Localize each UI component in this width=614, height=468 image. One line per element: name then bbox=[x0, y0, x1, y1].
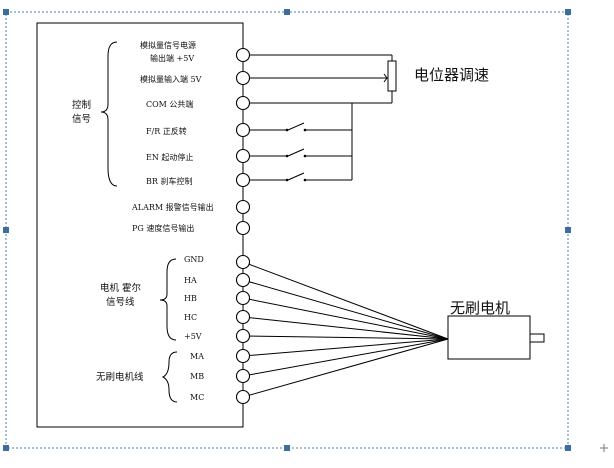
resize-handle-bl[interactable] bbox=[3, 445, 9, 451]
resize-handle-tr[interactable] bbox=[565, 9, 571, 15]
group-label-hall: 信号线 bbox=[106, 296, 135, 308]
potentiometer-label: 电位器调速 bbox=[414, 66, 489, 84]
group-labels: 控制 信号 电机 霍尔 信号线 无刷电机线 bbox=[72, 99, 144, 383]
pin-label: COM 公共端 bbox=[146, 99, 193, 109]
group-label-motor: 无刷电机线 bbox=[96, 371, 144, 383]
switch-contacts bbox=[285, 128, 307, 182]
frame-handles[interactable] bbox=[3, 9, 571, 451]
motor-shaft bbox=[529, 333, 545, 343]
paragraph-mark-icon bbox=[600, 444, 608, 452]
pin-pg bbox=[235, 220, 251, 236]
resize-handle-br[interactable] bbox=[565, 445, 571, 451]
wiring bbox=[242, 54, 449, 398]
pin-alarm bbox=[235, 199, 251, 215]
pin-label: MA bbox=[190, 352, 204, 361]
group-label-control: 控制 bbox=[72, 99, 91, 111]
pin-label: GND bbox=[184, 255, 204, 264]
group-braces bbox=[100, 41, 178, 403]
pin-en bbox=[235, 148, 251, 164]
resize-handle-tl[interactable] bbox=[3, 9, 9, 15]
brace-hall bbox=[159, 258, 177, 341]
group-label-hall: 电机 霍尔 bbox=[100, 282, 142, 294]
pin-mb bbox=[235, 368, 251, 384]
pin-labels: 模拟量信号电源 输出端 +5V 模拟量输入端 5V COM 公共端 F/R 正反… bbox=[131, 40, 214, 402]
brace-motor bbox=[161, 351, 178, 403]
resize-handle-ml[interactable] bbox=[3, 227, 9, 233]
pin-label: 模拟量输入端 5V bbox=[140, 74, 202, 84]
pin-label: HC bbox=[184, 313, 197, 322]
pin-hc bbox=[235, 309, 251, 325]
motor-label: 无刷电机 bbox=[450, 299, 510, 317]
pin-label: PG 速度信号输出 bbox=[132, 223, 194, 233]
pin-mc bbox=[235, 389, 251, 405]
pin-label: 模拟量信号电源 bbox=[140, 40, 196, 50]
pin-com bbox=[235, 95, 251, 111]
pin-fr bbox=[235, 122, 251, 138]
pin-label: ALARM 报警信号输出 bbox=[131, 202, 214, 212]
pin-label: 输出端 +5V bbox=[150, 53, 194, 63]
pin-label: F/R 正反转 bbox=[146, 126, 187, 136]
pin-label: BR 刹车控制 bbox=[146, 176, 192, 186]
pin-ha bbox=[235, 272, 251, 288]
pin-label: HA bbox=[184, 276, 197, 285]
pin-label: HB bbox=[184, 294, 197, 303]
group-label-control: 信号 bbox=[72, 113, 91, 125]
pin-label: MC bbox=[190, 393, 204, 402]
pin-label: MB bbox=[190, 372, 204, 381]
pin-br bbox=[235, 172, 251, 188]
resize-handle-tc[interactable] bbox=[284, 9, 290, 15]
pin-analog-input bbox=[235, 70, 251, 86]
pin-analog-supply bbox=[235, 47, 251, 63]
motor-body bbox=[447, 315, 531, 360]
pin-ma bbox=[235, 348, 251, 364]
resize-handle-bc[interactable] bbox=[284, 445, 290, 451]
pin-gnd bbox=[235, 254, 251, 270]
pin-label: EN 起动停止 bbox=[146, 152, 193, 162]
resize-handle-mr[interactable] bbox=[565, 227, 571, 233]
pin-plus5v bbox=[235, 328, 251, 344]
brace-control bbox=[100, 41, 118, 187]
pin-hb bbox=[235, 290, 251, 306]
terminal-pins bbox=[235, 47, 251, 405]
pin-label: +5V bbox=[184, 332, 202, 341]
potentiometer-resistor-icon bbox=[387, 60, 397, 92]
